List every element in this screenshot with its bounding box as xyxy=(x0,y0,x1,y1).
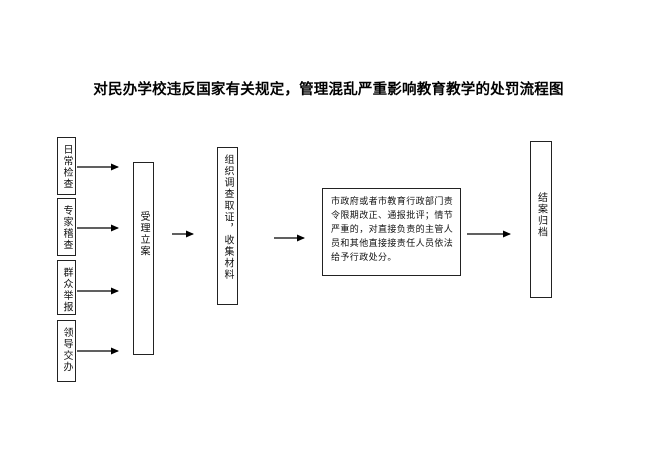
source-label: 领导交办 xyxy=(61,327,72,373)
source-box-leader-assignment: 领导交办 xyxy=(57,320,76,382)
source-box-public-report: 群众举报 xyxy=(57,260,76,315)
source-box-expert-audit: 专家稽查 xyxy=(57,198,76,256)
penalty-decision-box: 市政府或者市教育行政部门责令限期改正、通报批评；情节严重的，对直接负责的主管人员… xyxy=(322,188,461,276)
register-case-box: 受理立案 xyxy=(133,162,154,355)
source-label: 群众举报 xyxy=(61,267,72,313)
source-label: 日常检查 xyxy=(61,144,72,190)
page-title: 对民办学校违反国家有关规定，管理混乱严重影响教育教学的处罚流程图 xyxy=(93,82,564,98)
investigation-box: 组织调查取证，收集材料 xyxy=(217,147,238,305)
register-case-label: 受理立案 xyxy=(138,211,149,257)
archive-label: 结案归档 xyxy=(535,192,547,238)
archive-box: 结案归档 xyxy=(530,141,552,298)
investigation-label: 组织调查取证，收集材料 xyxy=(222,154,233,281)
source-label: 专家稽查 xyxy=(61,205,72,251)
source-box-daily-inspection: 日常检查 xyxy=(57,137,76,195)
